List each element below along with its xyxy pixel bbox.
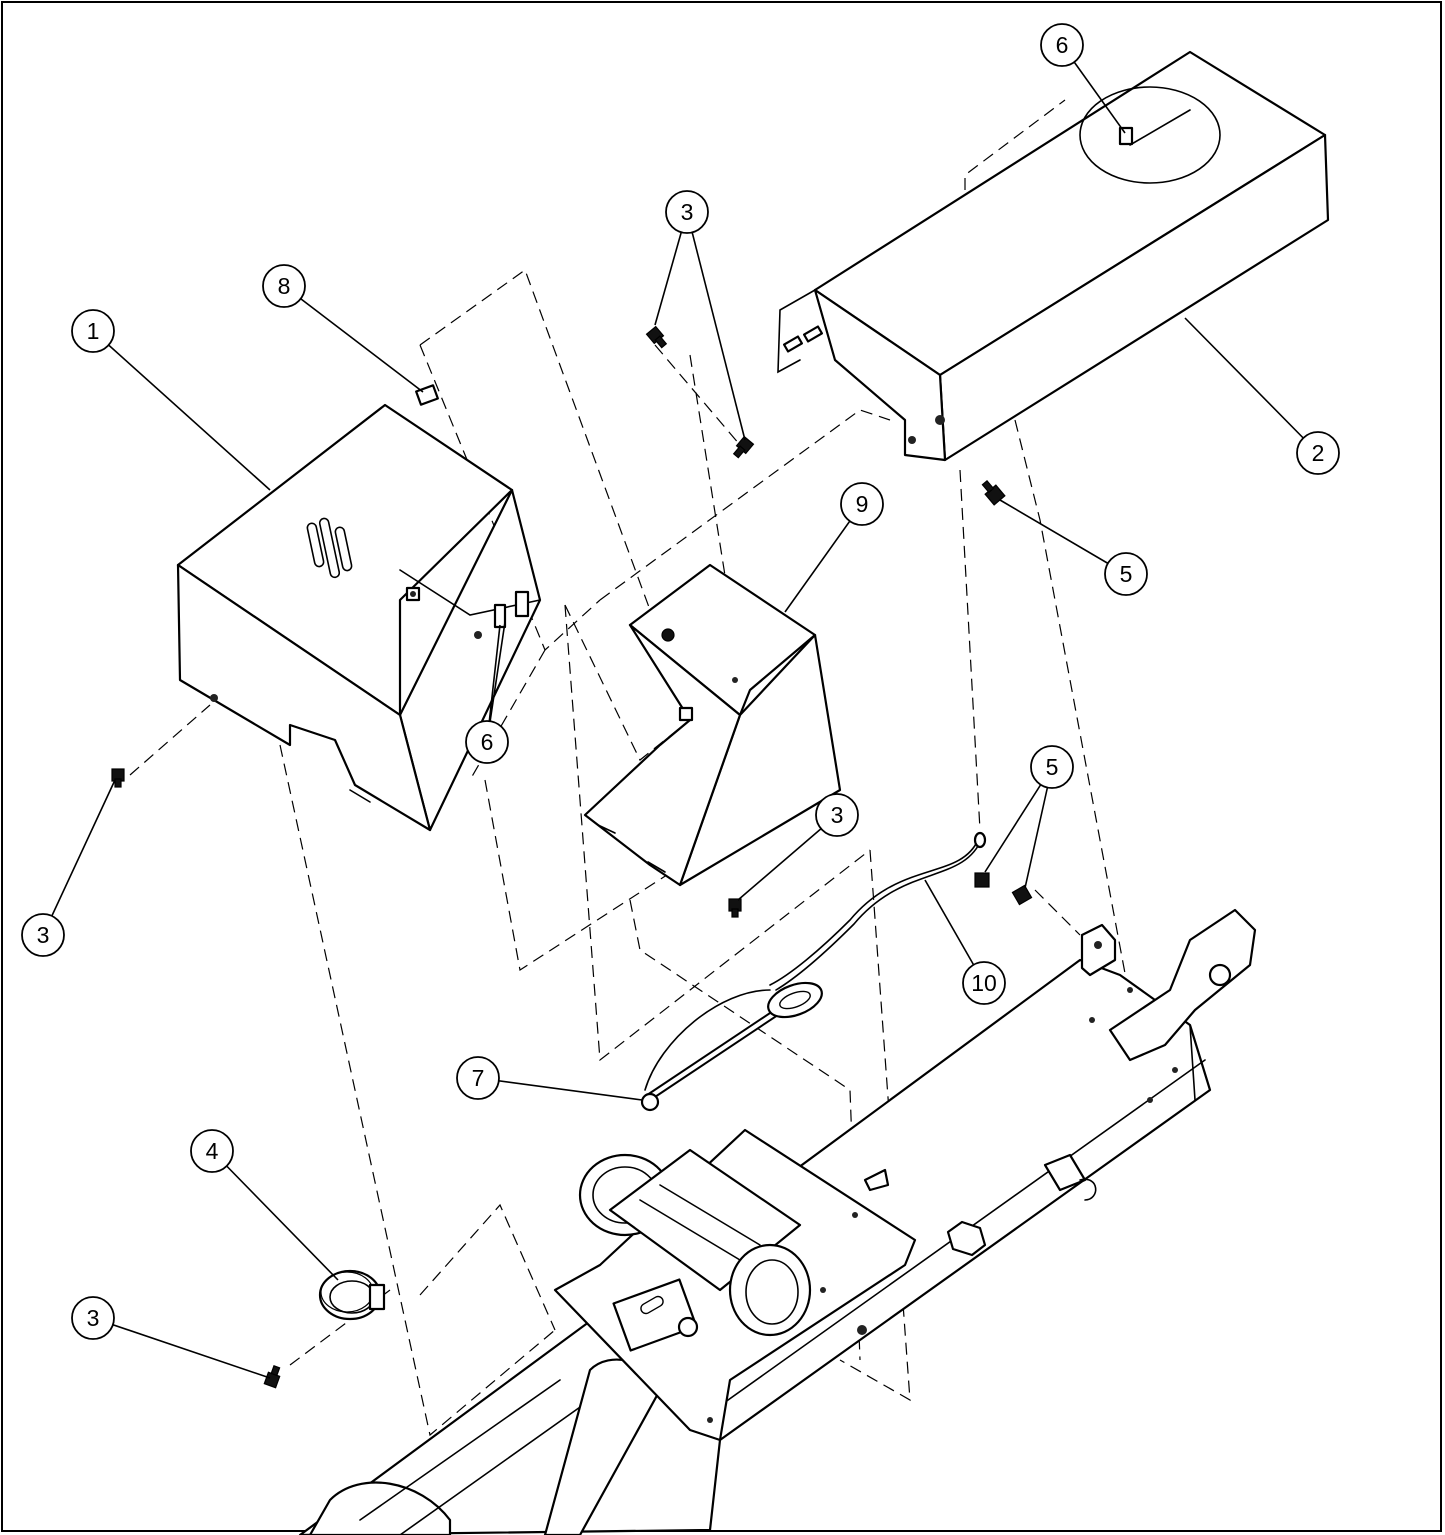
- part-1-large-cover: [176, 403, 542, 832]
- vent-slots: [306, 517, 353, 579]
- callout-6-left: 6: [465, 720, 509, 764]
- callout-3-top: 3: [665, 190, 709, 234]
- callout-1: 1: [71, 309, 115, 353]
- screw-icon: [732, 435, 755, 459]
- callout-8: 8: [262, 264, 306, 308]
- callout-5-upper: 5: [1104, 552, 1148, 596]
- screw-icon: [645, 325, 668, 349]
- part-2-long-cover: [777, 50, 1330, 462]
- callout-4: 4: [190, 1129, 234, 1173]
- screw-icon: [728, 898, 742, 918]
- part-8-nut: [415, 384, 439, 406]
- screw-icon: [263, 1365, 281, 1389]
- callout-label: 9: [856, 491, 869, 517]
- callout-label: 3: [87, 1305, 100, 1331]
- callout-label: 4: [206, 1138, 219, 1164]
- callout-label: 6: [481, 729, 494, 755]
- callout-2: 2: [1296, 431, 1340, 475]
- part-10-cable: [769, 831, 987, 991]
- callout-label: 8: [278, 273, 291, 299]
- hardware: [111, 325, 1033, 1389]
- callout-label: 5: [1046, 754, 1059, 780]
- part-7-pin: [640, 981, 823, 1112]
- callout-label: 1: [87, 318, 100, 344]
- callout-label: 5: [1120, 561, 1133, 587]
- callout-3-middle: 3: [815, 793, 859, 837]
- screw-icon: [111, 768, 125, 788]
- callout-6-top: 6: [1040, 23, 1084, 67]
- callout-3-left: 3: [21, 913, 65, 957]
- callout-7: 7: [456, 1056, 500, 1100]
- callout-label: 3: [37, 922, 50, 948]
- callout-label: 3: [831, 802, 844, 828]
- part-4-clamp: [318, 1269, 386, 1321]
- callout-10: 10: [962, 961, 1006, 1005]
- callout-label: 2: [1312, 440, 1325, 466]
- bolt-icon: [974, 872, 990, 888]
- callout-label: 6: [1056, 32, 1069, 58]
- bolt-icon: [981, 479, 1006, 506]
- frame-assembly: [298, 908, 1257, 1535]
- callout-5-lower: 5: [1030, 745, 1074, 789]
- part-9-small-cover: [583, 563, 842, 887]
- bolt-icon: [1011, 884, 1033, 906]
- callout-9: 9: [840, 482, 884, 526]
- callout-label: 7: [472, 1065, 485, 1091]
- callout-label: 3: [681, 199, 694, 225]
- callout-label: 10: [971, 970, 997, 996]
- callout-3-bottom: 3: [71, 1296, 115, 1340]
